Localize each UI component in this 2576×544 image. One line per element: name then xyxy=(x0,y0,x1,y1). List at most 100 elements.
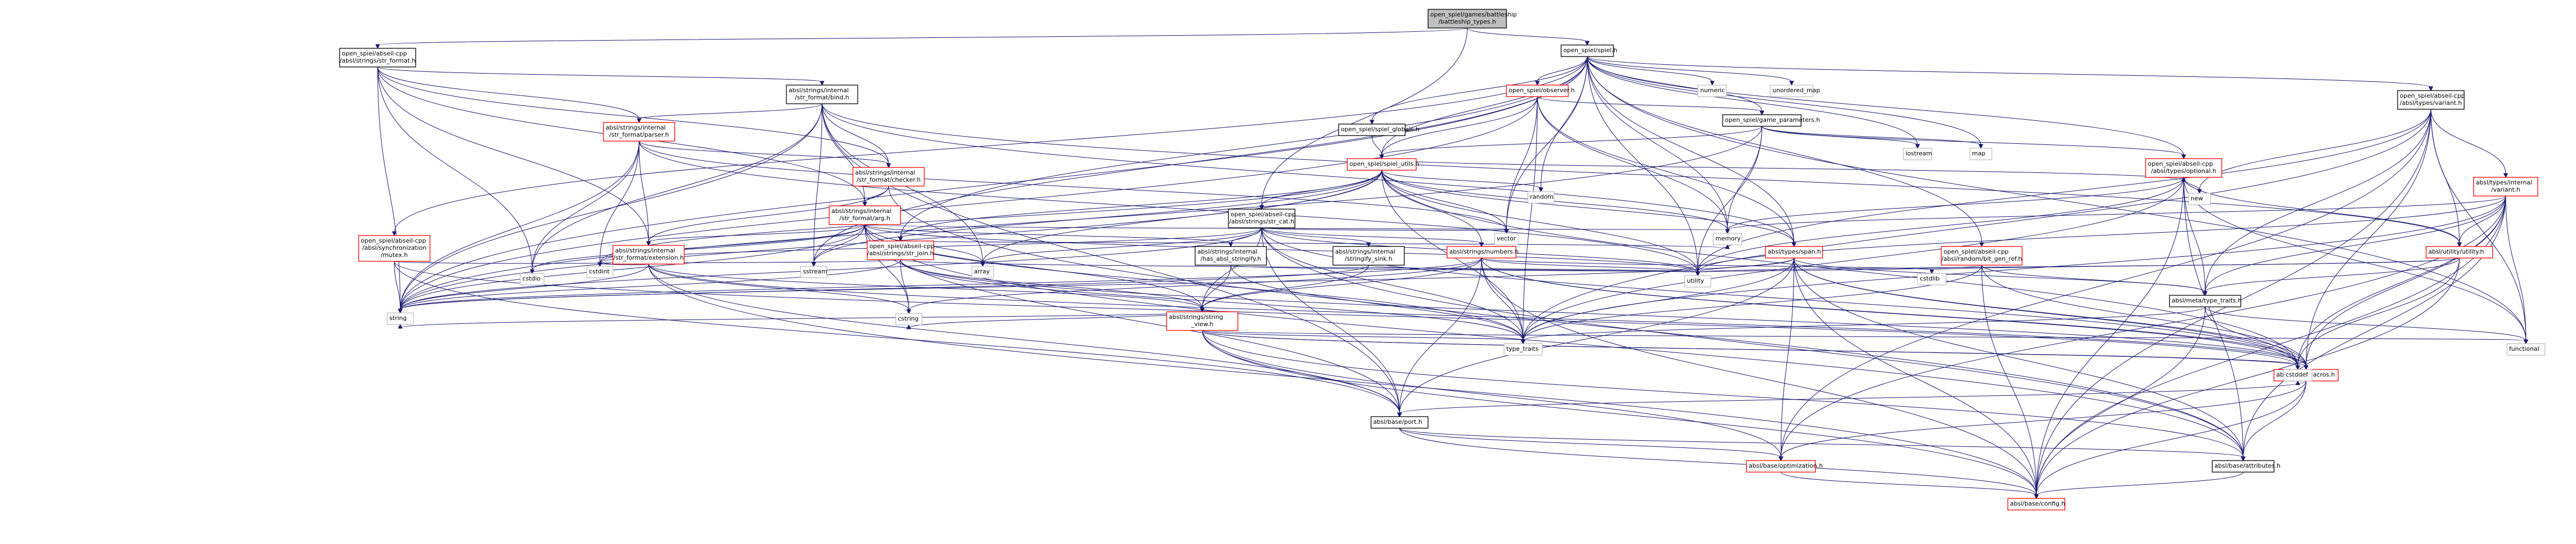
edge-arg-cstdio xyxy=(529,224,865,274)
node-bit-gen-ref[interactable]: open_spiel/abseil-cpp/absl/random/bit_ge… xyxy=(1941,246,2023,266)
node-label: /mutex.h xyxy=(381,251,407,259)
edge-str_format-bind xyxy=(377,66,825,86)
node-variant[interactable]: open_spiel/abseil-cpp/absl/types/variant… xyxy=(2397,90,2465,110)
node-label: /str_format/checker.h xyxy=(857,176,921,183)
edge-string_view-config xyxy=(1202,330,2039,500)
edge-parser-extension xyxy=(639,141,651,246)
node-new: new xyxy=(2188,193,2211,205)
node-label: open_spiel/game_parameters.h xyxy=(1725,116,1820,124)
node-label: open_spiel/spiel_utils.h xyxy=(1349,160,1419,167)
node-numbers[interactable]: absl/strings/numbers.h xyxy=(1446,246,1519,259)
edge-bind-parser xyxy=(636,103,823,124)
node-cstdlib: cstdlib xyxy=(1917,273,1947,285)
edge-stringify_sink-string_view xyxy=(1200,265,1369,313)
node-utility[interactable]: absl/utility/utility.h xyxy=(2426,246,2493,259)
edge-spiel-variant xyxy=(1586,56,2434,92)
edge-spiel_utils-str_cat xyxy=(1259,170,1382,210)
edge-game_parameters-string xyxy=(398,126,1763,314)
node-variant-internal[interactable]: absl/types/internal/variant.h xyxy=(2473,177,2539,197)
node-cstring: cstring xyxy=(895,313,923,326)
edge-parser-utility_std xyxy=(639,141,1700,277)
node-bind[interactable]: absl/strings/internal/str_format/bind.h xyxy=(786,85,858,104)
node-arg[interactable]: absl/strings/internal/str_format/arg.h xyxy=(829,205,901,225)
node-label: absl/strings/numbers.h xyxy=(1449,248,1518,255)
edge-spiel_utils-numbers xyxy=(1381,170,1484,248)
edge-arg-extension xyxy=(646,224,865,246)
edge-variant_internal-config xyxy=(2034,195,2506,500)
edge-port-optimization xyxy=(1399,428,1784,462)
edge-utility-type_traits_h xyxy=(2203,257,2460,296)
edge-game_parameters-optional xyxy=(1762,126,2186,160)
node-label: /absl/random/bit_gen_ref.h xyxy=(1941,255,2022,262)
edge-variant_internal-utility xyxy=(2457,195,2506,248)
edge-utility-cstddef xyxy=(2295,257,2460,371)
node-label: /has_absl_stringify.h xyxy=(1200,255,1261,262)
edge-bind-port xyxy=(822,103,1402,418)
node-str-format[interactable]: open_spiel/abseil-cpp/absl/strings/str_f… xyxy=(339,48,416,68)
node-label: open_spiel/spiel.h xyxy=(1563,47,1617,54)
edge-str_cat-vector xyxy=(1261,227,1509,234)
node-label: absl/strings/internal xyxy=(606,124,666,131)
edge-observer-type_traits xyxy=(1521,96,1538,345)
node-label: absl/strings/internal xyxy=(789,87,848,94)
edge-variant_internal-utility_std xyxy=(1695,195,2506,277)
node-has-stringify[interactable]: absl/strings/internal/has_absl_stringify… xyxy=(1194,246,1267,266)
node-type-traits-h[interactable]: absl/meta/type_traits.h xyxy=(2169,295,2242,307)
node-spiel-utils[interactable]: open_spiel/spiel_utils.h xyxy=(1346,158,1419,171)
node-label: new xyxy=(2191,195,2203,202)
edge-optional-new xyxy=(2183,177,2202,194)
edge-spiel-unordered_map xyxy=(1586,56,1794,86)
node-label: open_spiel/abseil-cpp xyxy=(361,237,426,244)
node-optimization[interactable]: absl/base/optimization.h xyxy=(1746,460,1823,473)
node-mutex[interactable]: open_spiel/abseil-cpp/absl/synchronizati… xyxy=(358,235,431,262)
edge-macros-port xyxy=(1397,380,2306,418)
node-label: cstdint xyxy=(589,268,610,275)
node-label: /battleship_types.h xyxy=(1438,18,1496,25)
edge-span-utility_std xyxy=(1695,257,1795,277)
edge-arg-memory xyxy=(864,224,1730,234)
node-optional[interactable]: open_spiel/abseil-cpp/absl/types/optiona… xyxy=(2145,158,2222,178)
node-checker[interactable]: absl/strings/internal/str_format/checker… xyxy=(852,167,925,187)
node-label: functional xyxy=(2509,345,2539,352)
edge-string_view-attributes xyxy=(1202,330,2246,462)
edge-numbers-cstring xyxy=(906,257,1482,315)
node-extension[interactable]: absl/strings/internal/str_format/extensi… xyxy=(612,245,685,265)
node-label: memory xyxy=(1716,235,1741,242)
node-observer[interactable]: open_spiel/observer.h xyxy=(1506,85,1575,97)
edge-spiel-optional xyxy=(1586,56,2186,160)
node-label: unordered_map xyxy=(1773,87,1820,94)
node-port[interactable]: absl/base/port.h xyxy=(1370,416,1429,429)
node-attributes[interactable]: absl/base/attributes.h xyxy=(2211,460,2281,473)
node-parser[interactable]: absl/strings/internal/str_format/parser.… xyxy=(603,122,675,142)
node-spiel-globals[interactable]: open_spiel/spiel_globals.h xyxy=(1338,124,1420,136)
node-config[interactable]: absl/base/config.h xyxy=(2007,498,2065,511)
node-game-parameters[interactable]: open_spiel/game_parameters.h xyxy=(1722,114,1820,127)
edge-span-port xyxy=(1397,257,1795,418)
edge-variant-new xyxy=(2197,109,2432,194)
node-str-cat[interactable]: open_spiel/abseil-cpp/absl/strings/str_c… xyxy=(1228,209,1296,228)
edge-numbers-utility_std xyxy=(1481,257,1700,277)
node-battleship-types[interactable]: open_spiel/games/battleship/battleship_t… xyxy=(1427,9,1517,29)
edge-parser-string xyxy=(398,141,640,314)
edge-spiel-memory xyxy=(1586,56,1730,234)
node-label: cstddef xyxy=(2286,371,2309,378)
edge-attributes-config xyxy=(2034,472,2244,500)
edge-port-attributes xyxy=(1399,428,2246,462)
node-unordered-map: unordered_map xyxy=(1770,85,1820,97)
node-span[interactable]: absl/types/span.h xyxy=(1765,246,1823,259)
edge-arg-port xyxy=(864,224,1402,418)
node-string-view[interactable]: absl/strings/string_view.h xyxy=(1166,311,1238,331)
node-stringify-sink[interactable]: absl/strings/internal/stringify_sink.h xyxy=(1332,246,1405,266)
edge-spiel-functional xyxy=(1586,56,2529,345)
node-label: map xyxy=(1972,150,1985,157)
node-array: array xyxy=(971,266,994,278)
node-sstream: sstream xyxy=(800,266,827,278)
node-label: /str_format/arg.h xyxy=(840,215,891,222)
edge-extension-config xyxy=(648,263,2039,500)
edge-type_traits_h-cstddef xyxy=(2205,306,2300,371)
edge-variant-optimization xyxy=(1778,109,2432,462)
node-str-join[interactable]: open_spiel/abseil-cpp/absl/strings/str_j… xyxy=(867,240,935,260)
node-label: absl/strings/string xyxy=(1169,313,1223,321)
node-label: cstring xyxy=(898,315,919,322)
node-spiel[interactable]: open_spiel/spiel.h xyxy=(1561,44,1617,57)
